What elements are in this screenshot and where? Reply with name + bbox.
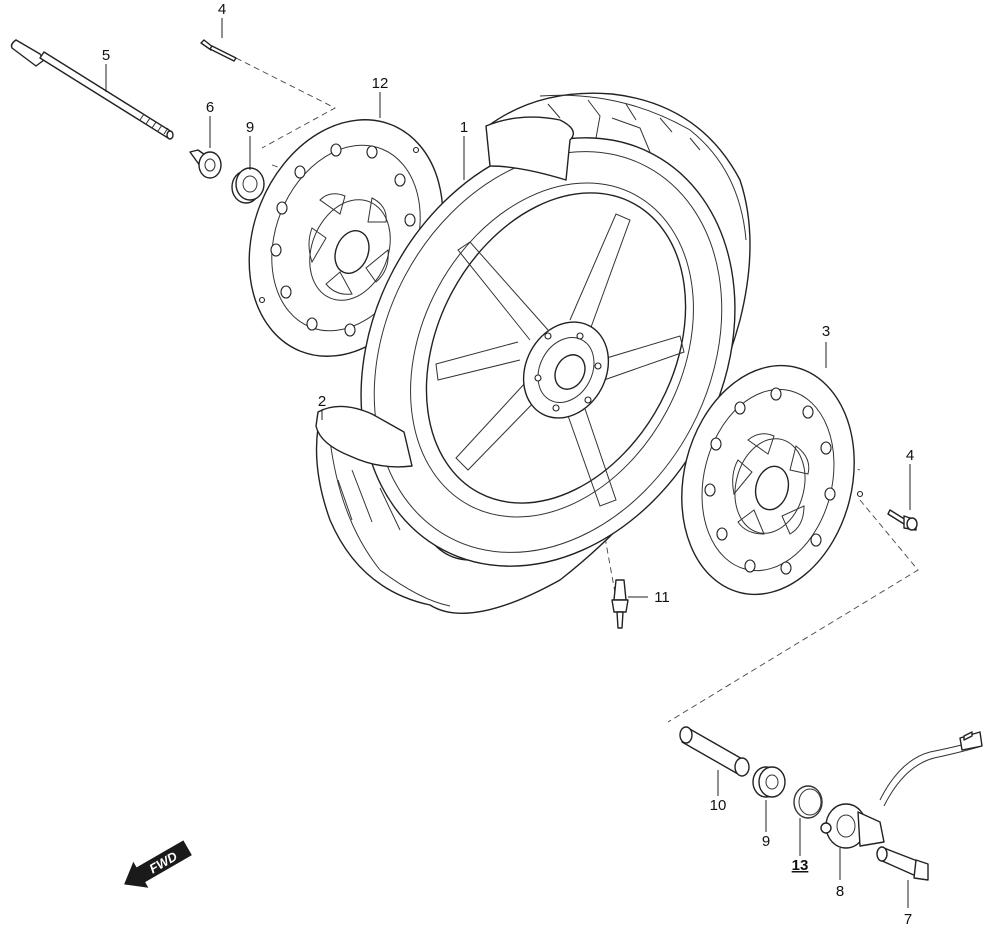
retaining-ring bbox=[793, 785, 823, 819]
rim-wheel bbox=[360, 137, 736, 567]
front-axle bbox=[10, 39, 174, 140]
spacer-tube bbox=[679, 726, 750, 777]
callout-1: 1 bbox=[460, 119, 468, 136]
tire-valve bbox=[611, 579, 629, 629]
callout-7: 7 bbox=[904, 911, 912, 928]
speedometer-gearbox bbox=[820, 731, 983, 849]
callout-10: 10 bbox=[710, 797, 727, 814]
callout-8: 8 bbox=[836, 883, 844, 900]
axle-nut bbox=[876, 846, 929, 881]
fwd-direction-arrow: FWD bbox=[124, 840, 192, 888]
callout-5: 5 bbox=[102, 47, 110, 64]
callout-13: 13 bbox=[792, 857, 809, 874]
disc-bolt-right bbox=[887, 509, 918, 531]
spacer-collar bbox=[189, 149, 222, 179]
wheel-bearing-right bbox=[752, 766, 786, 798]
callout-12: 12 bbox=[372, 75, 389, 92]
callout-11: 11 bbox=[654, 589, 670, 606]
callout-6: 6 bbox=[206, 99, 214, 116]
callout-9-upper: 9 bbox=[246, 119, 254, 136]
disc-bolt-upper bbox=[200, 39, 237, 62]
callout-4-upper: 4 bbox=[218, 1, 226, 18]
wheel-spokes bbox=[435, 213, 685, 507]
disc-holes-right bbox=[704, 387, 864, 575]
tire-front-edge bbox=[315, 116, 574, 468]
brake-disc-right bbox=[681, 364, 864, 596]
leader-lines bbox=[105, 18, 911, 908]
callout-4-right: 4 bbox=[906, 447, 914, 464]
callout-3: 3 bbox=[822, 323, 830, 340]
callout-2: 2 bbox=[318, 393, 326, 410]
wheel-bearing-left bbox=[231, 167, 265, 204]
callout-9-lower: 9 bbox=[762, 833, 770, 850]
callout-labels: 4 5 6 9 12 1 2 3 4 11 10 9 13 8 7 bbox=[102, 1, 914, 928]
